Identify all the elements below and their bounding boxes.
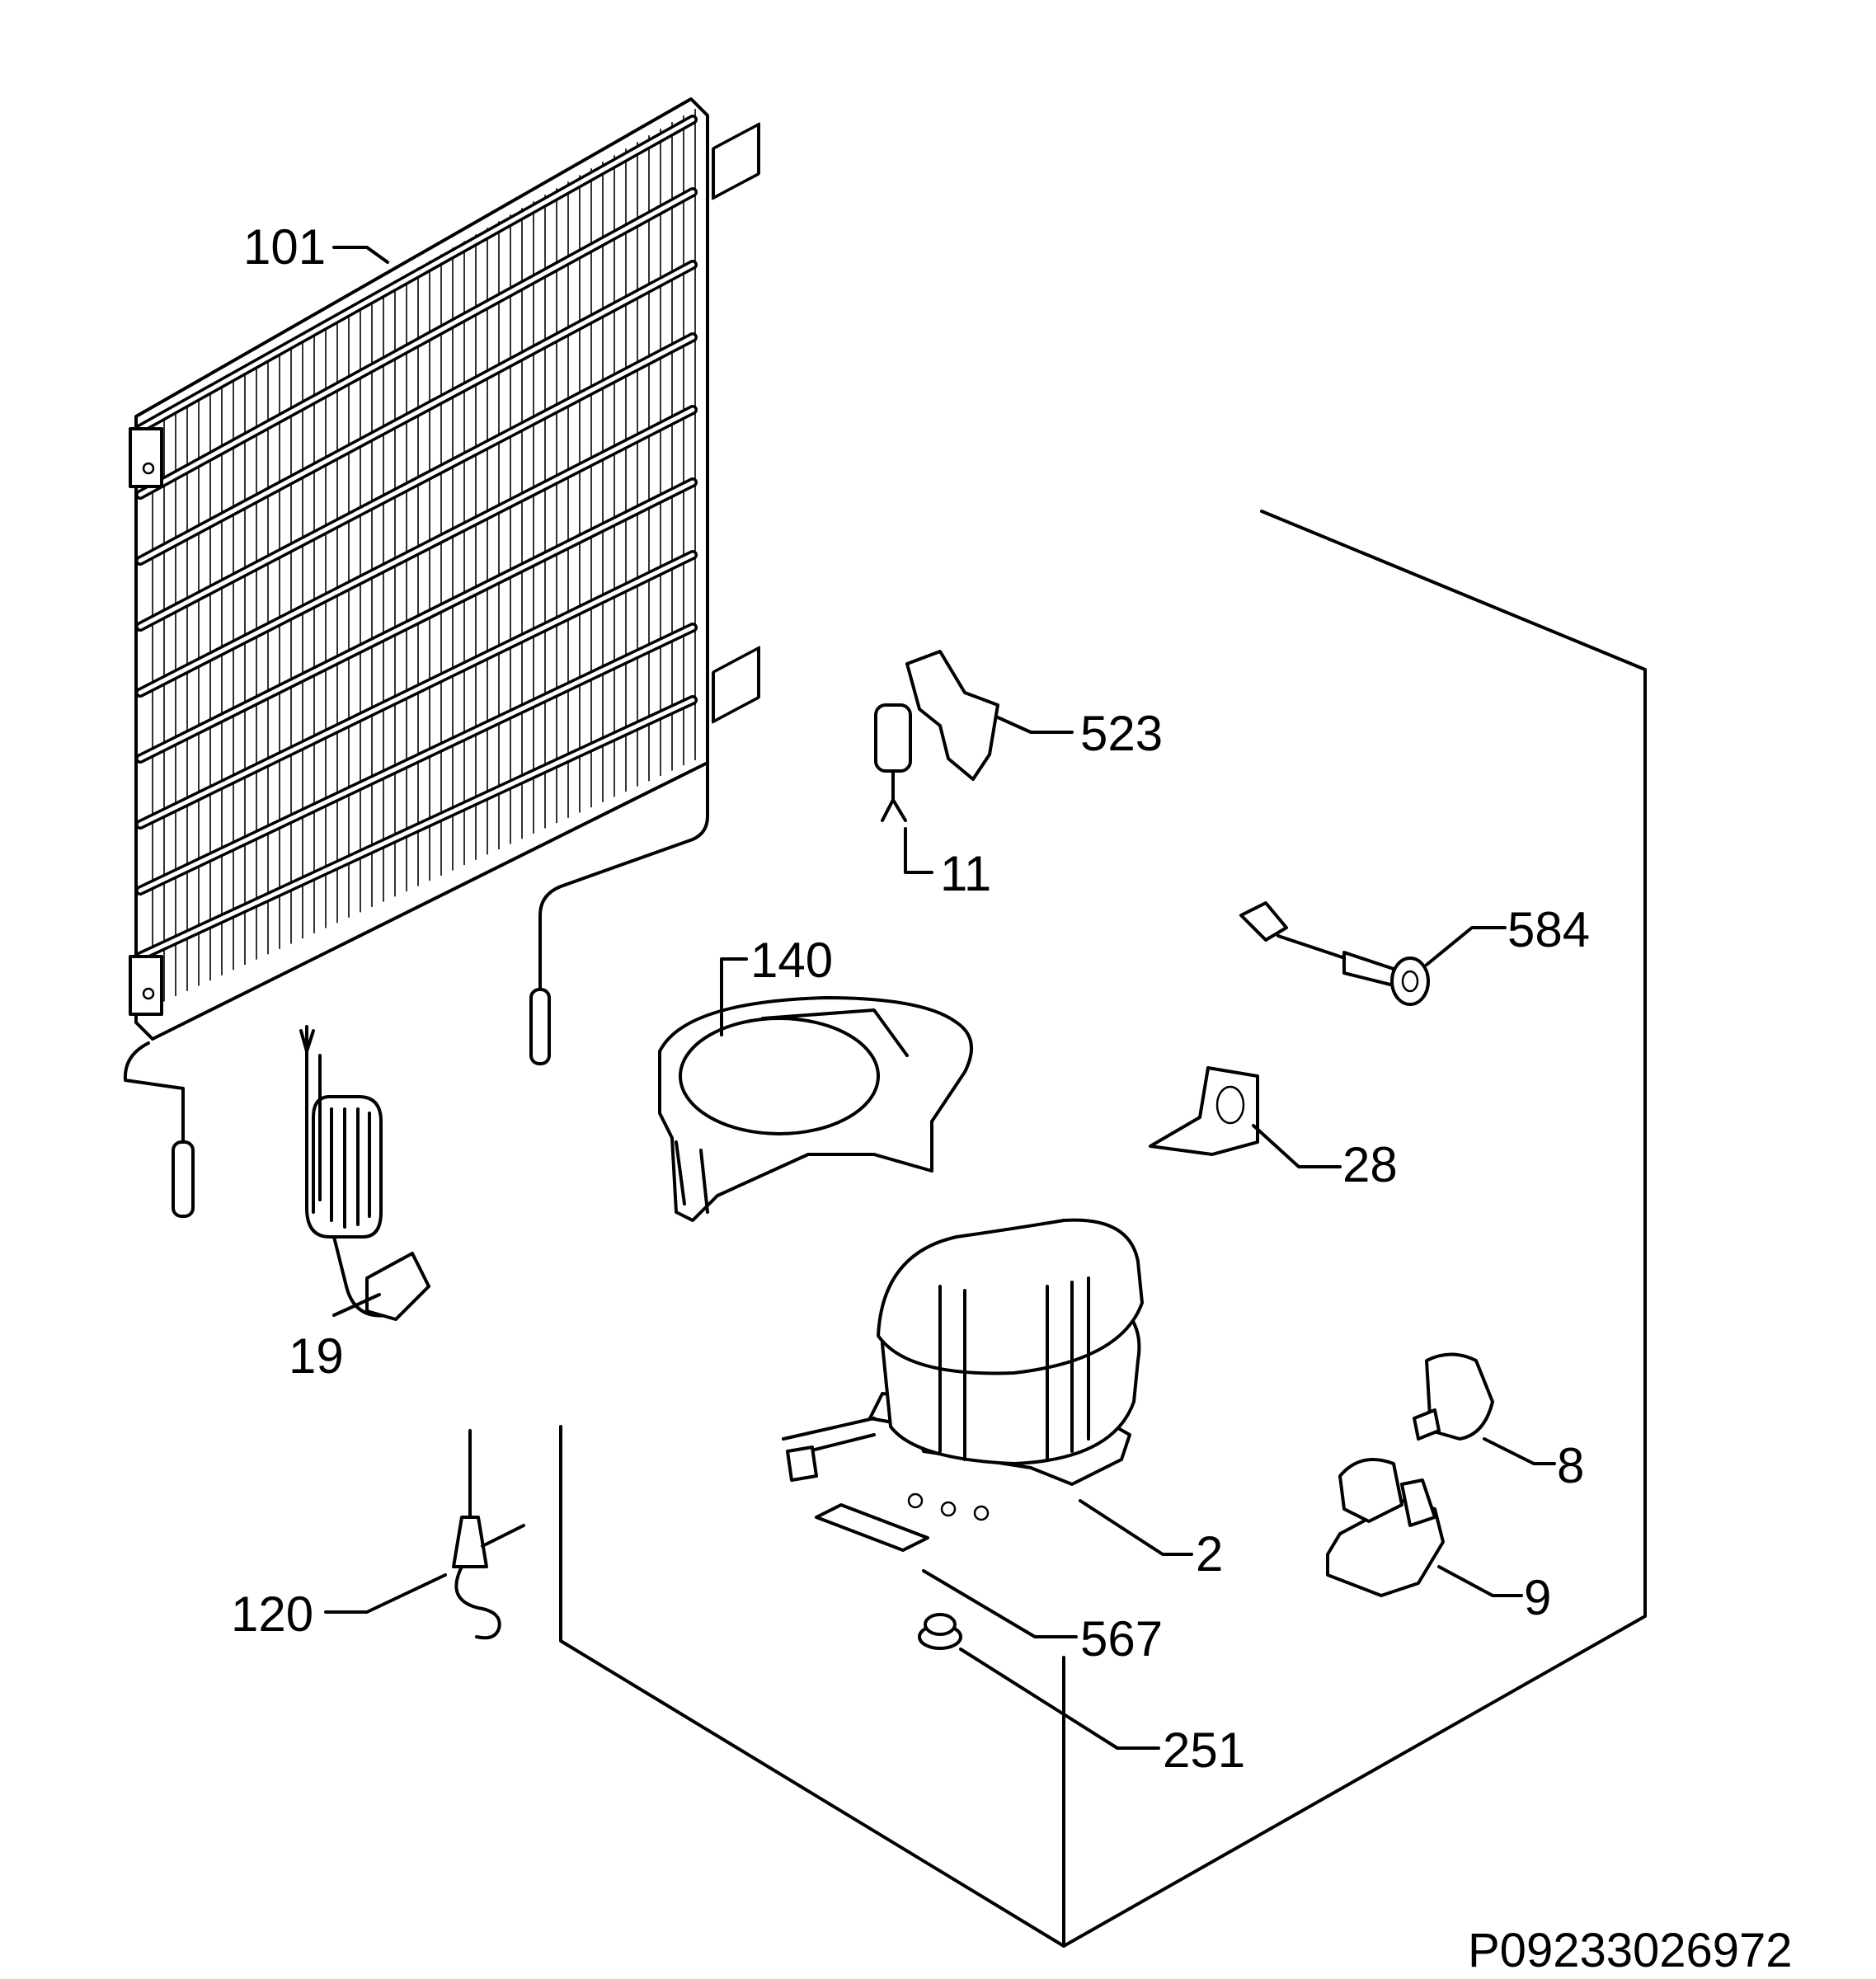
callout-251: 251: [1163, 1723, 1245, 1778]
mounting-plate: [815, 1503, 929, 1552]
callout-567: 567: [1080, 1611, 1163, 1666]
callout-8: 8: [1557, 1438, 1584, 1493]
condenser-tube: [138, 480, 695, 761]
callout-140: 140: [750, 933, 833, 988]
temperature-sensor: [1239, 901, 1430, 1006]
condenser-tube: [138, 552, 695, 827]
callout-28: 28: [1342, 1137, 1398, 1192]
start-relay-bracket: [874, 650, 999, 822]
callout-labels: 101 523 11 584 140 28 19 8 2 9 120 567 2…: [231, 219, 1590, 1778]
condenser-tube: [138, 262, 695, 563]
compressor: [782, 1218, 1144, 1521]
bracket-clip: [1149, 1066, 1259, 1156]
callout-19: 19: [289, 1328, 344, 1384]
condenser-tube: [138, 407, 695, 695]
thermostat-probe: [452, 1429, 525, 1640]
overload-protector: [1413, 1352, 1494, 1441]
condenser: [123, 97, 760, 1218]
callout-9: 9: [1524, 1570, 1551, 1625]
drip-tray: [658, 996, 973, 1222]
callout-101: 101: [243, 219, 326, 275]
leader-lines: [324, 246, 1556, 1750]
drawing-code: P09233026972: [1468, 1924, 1793, 1977]
callout-11: 11: [940, 846, 991, 901]
condenser-tube: [138, 335, 695, 629]
callout-584: 584: [1507, 902, 1590, 957]
condenser-tube: [138, 698, 695, 959]
start-relay: [1326, 1458, 1445, 1597]
condenser-tube: [138, 117, 695, 431]
callout-2: 2: [1196, 1526, 1223, 1582]
power-cord: [299, 1025, 430, 1321]
rubber-grommet: [918, 1613, 962, 1650]
callout-523: 523: [1080, 706, 1163, 761]
cabinet-outline: [559, 510, 1647, 1948]
condenser-tube: [138, 190, 695, 497]
callout-120: 120: [231, 1586, 313, 1642]
condenser-tube: [138, 625, 695, 893]
